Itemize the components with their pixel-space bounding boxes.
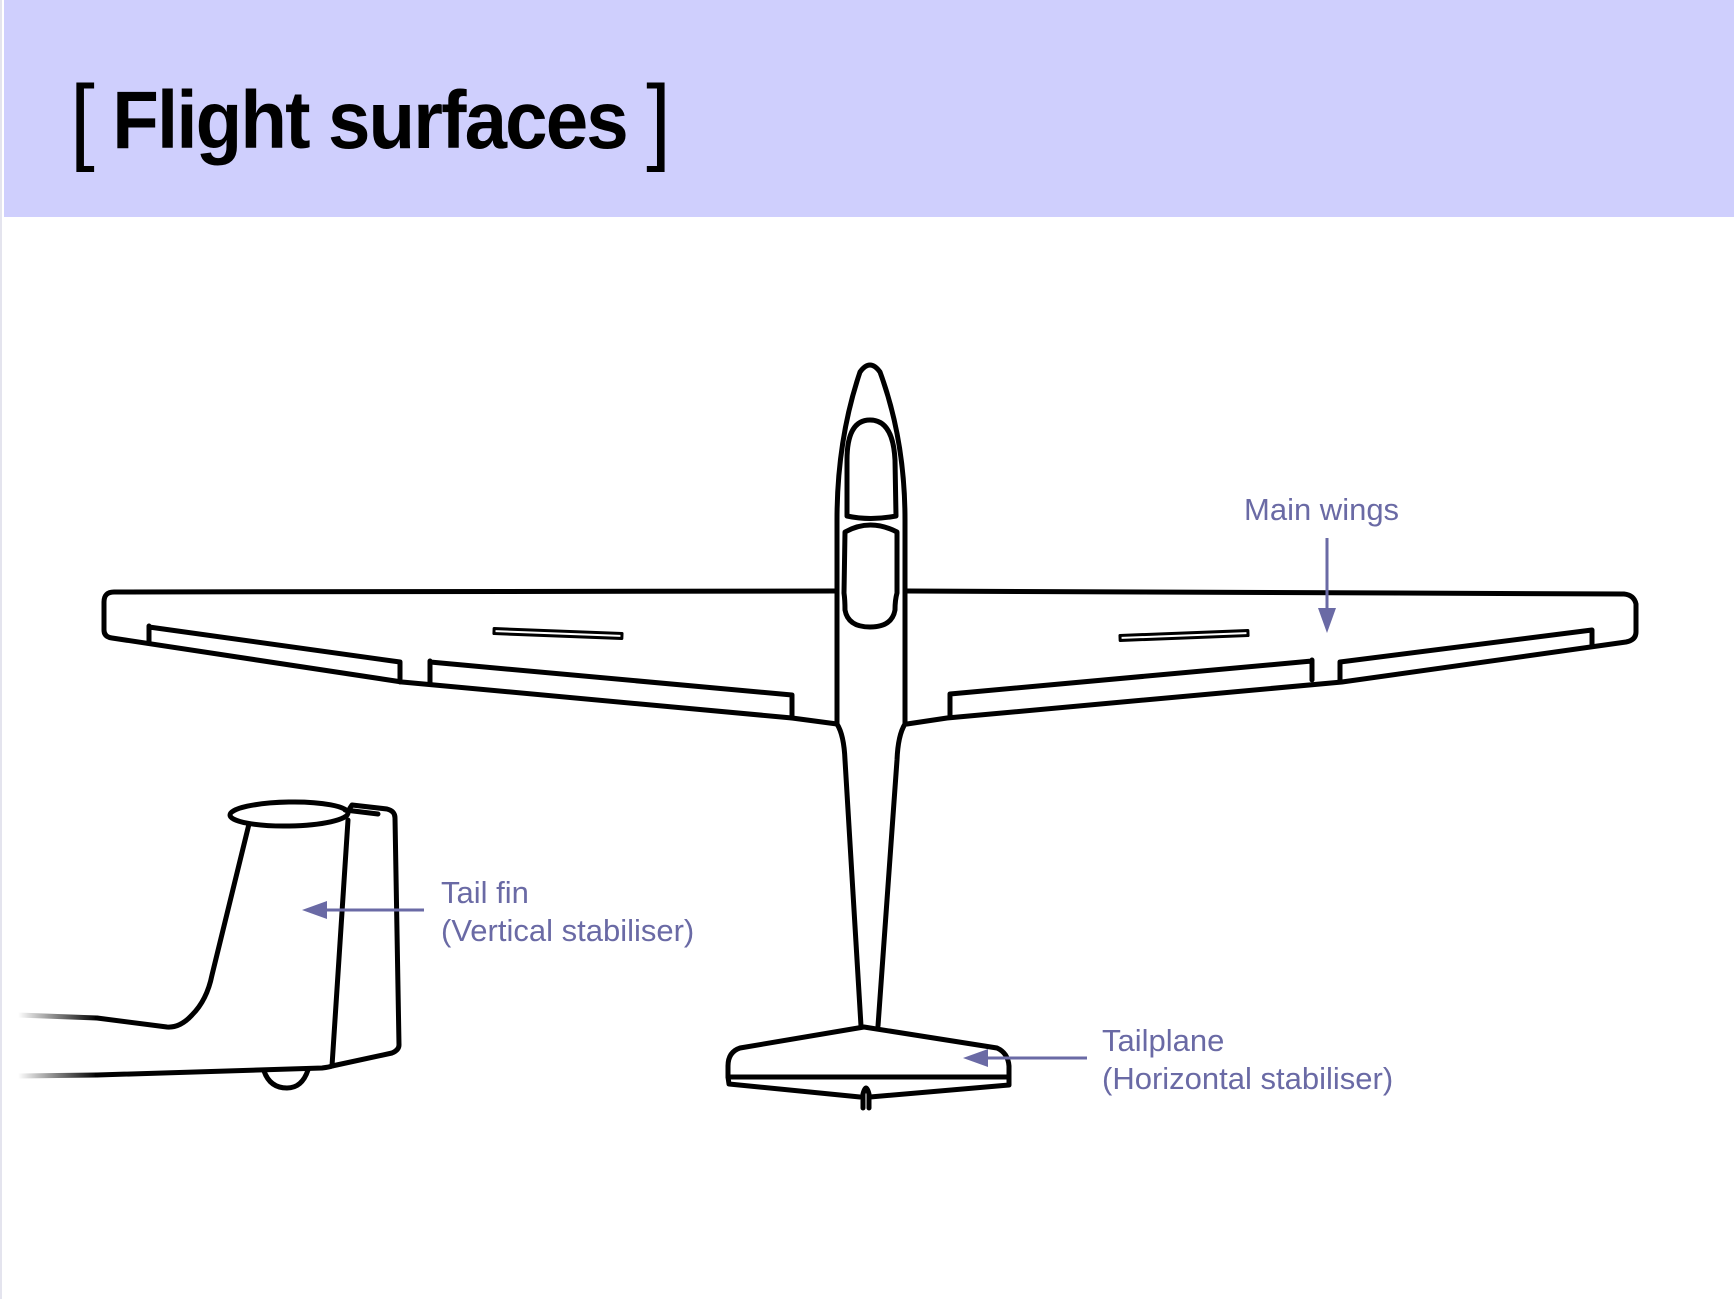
glider-top-view: [101, 362, 1639, 1111]
tailplane-label-line2: (Horizontal stabiliser): [1102, 1061, 1394, 1096]
left-wing: [101, 588, 840, 727]
left-aileron: [146, 623, 403, 685]
tail-fin-label: Tail fin (Vertical stabiliser): [441, 874, 694, 950]
tail-fin-label-line1: Tail fin: [441, 875, 529, 910]
open-bracket: [: [70, 66, 95, 173]
tail-fin-arrow-icon: [302, 901, 424, 919]
elevator: [725, 1074, 1012, 1100]
tail-skid: [261, 1067, 311, 1091]
close-bracket: ]: [646, 66, 671, 173]
tailplane: [725, 1024, 1012, 1080]
tailplane-label-line1: Tailplane: [1102, 1023, 1225, 1058]
canopy-front: [844, 417, 899, 521]
rudder: [329, 802, 402, 1069]
rudder-tip: [860, 1085, 872, 1111]
right-flap: [947, 657, 1315, 719]
slide-title-text: Flight surfaces: [112, 75, 628, 166]
tailplane-label: Tailplane (Horizontal stabiliser): [1102, 1022, 1393, 1098]
canopy-rear: [841, 522, 900, 630]
pointer-arrows: [302, 538, 1336, 1067]
left-flap: [427, 658, 795, 721]
title-banner: [ Flight surfaces ]: [4, 0, 1734, 217]
rudder-hinge: [329, 817, 351, 1069]
main-wings-label: Main wings: [1244, 492, 1400, 527]
fin-leading-edge: [94, 821, 252, 1030]
fin-tip: [227, 799, 351, 829]
slide-title: [ Flight surfaces ]: [70, 58, 671, 173]
fuselage: [834, 362, 908, 727]
right-aileron: [1337, 627, 1595, 683]
fuselage-bottom: [94, 1063, 335, 1078]
left-airbrake: [492, 627, 624, 640]
right-airbrake: [1118, 629, 1250, 642]
tailplane-arrow-icon: [963, 1049, 1087, 1067]
tail-boom: [834, 721, 908, 1029]
tail-fin-side-view: [15, 799, 402, 1091]
main-wings-arrow-icon: [1318, 538, 1336, 633]
fin-tip-trailing: [342, 807, 381, 817]
tail-fin-label-line2: (Vertical stabiliser): [441, 913, 695, 948]
right-wing: [904, 588, 1639, 727]
